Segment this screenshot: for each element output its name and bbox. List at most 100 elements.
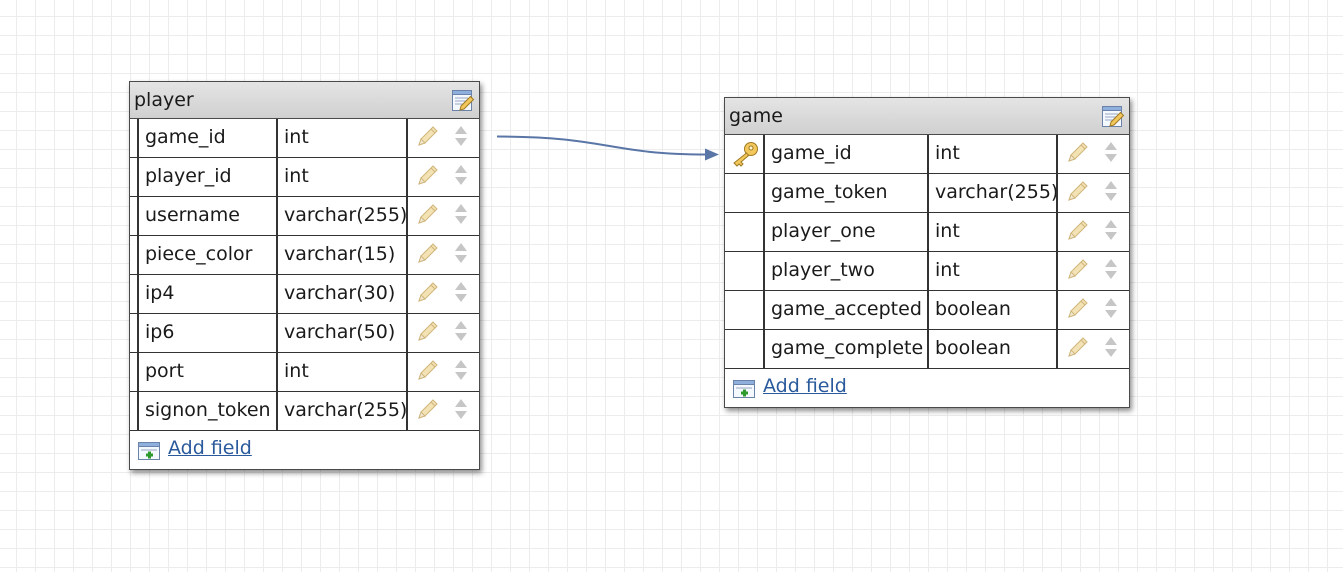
move-arrows-icon[interactable]: [454, 242, 468, 268]
field-name[interactable]: signon_token: [139, 392, 278, 430]
field-type[interactable]: int: [278, 119, 408, 157]
move-arrows-icon[interactable]: [1104, 258, 1118, 284]
pencil-icon[interactable]: [416, 319, 440, 347]
key-cell: [130, 392, 139, 430]
add-field-row: Add field: [725, 369, 1129, 407]
key-cell: [130, 119, 139, 157]
field-type[interactable]: varchar(30): [278, 275, 408, 313]
field-type[interactable]: varchar(255): [278, 197, 408, 235]
field-name[interactable]: port: [139, 353, 278, 391]
move-arrows-icon[interactable]: [454, 125, 468, 151]
field-actions: [408, 353, 479, 391]
table-header[interactable]: player: [130, 82, 479, 119]
add-field-link[interactable]: Add field: [168, 437, 252, 459]
table-header[interactable]: game: [725, 98, 1129, 135]
field-actions: [1058, 213, 1129, 251]
field-actions: [408, 158, 479, 196]
table-title: player: [134, 89, 194, 111]
field-type[interactable]: int: [278, 353, 408, 391]
move-arrows-icon[interactable]: [454, 398, 468, 424]
add-field-link[interactable]: Add field: [763, 375, 847, 397]
field-name[interactable]: game_complete: [765, 330, 929, 368]
field-type[interactable]: int: [278, 158, 408, 196]
field-type[interactable]: varchar(50): [278, 314, 408, 352]
field-name[interactable]: username: [139, 197, 278, 235]
key-cell: [725, 252, 765, 290]
move-arrows-icon[interactable]: [454, 203, 468, 229]
table-edit-icon[interactable]: [451, 89, 475, 117]
field-type[interactable]: boolean: [929, 330, 1058, 368]
pencil-icon[interactable]: [416, 163, 440, 191]
key-cell: [725, 291, 765, 329]
field-type[interactable]: int: [929, 135, 1058, 173]
pencil-icon[interactable]: [416, 280, 440, 308]
key-cell: [725, 174, 765, 212]
pencil-icon[interactable]: [1066, 218, 1090, 246]
field-type[interactable]: varchar(15): [278, 236, 408, 274]
field-type[interactable]: varchar(255): [278, 392, 408, 430]
pencil-icon[interactable]: [416, 397, 440, 425]
field-name[interactable]: game_accepted: [765, 291, 929, 329]
relation-arrowhead: [705, 148, 719, 161]
key-cell: [725, 213, 765, 251]
pencil-icon[interactable]: [416, 202, 440, 230]
move-arrows-icon[interactable]: [1104, 141, 1118, 167]
pencil-icon[interactable]: [1066, 179, 1090, 207]
field-type[interactable]: boolean: [929, 291, 1058, 329]
field-type[interactable]: int: [929, 213, 1058, 251]
field-actions: [408, 119, 479, 157]
field-name[interactable]: game_token: [765, 174, 929, 212]
move-arrows-icon[interactable]: [1104, 219, 1118, 245]
pencil-icon[interactable]: [1066, 140, 1090, 168]
pencil-icon[interactable]: [1066, 335, 1090, 363]
field-type[interactable]: varchar(255): [929, 174, 1058, 212]
field-name[interactable]: player_two: [765, 252, 929, 290]
pencil-icon[interactable]: [1066, 257, 1090, 285]
pencil-icon[interactable]: [1066, 296, 1090, 324]
move-arrows-icon[interactable]: [1104, 336, 1118, 362]
move-arrows-icon[interactable]: [454, 281, 468, 307]
field-type[interactable]: int: [929, 252, 1058, 290]
field-name[interactable]: ip4: [139, 275, 278, 313]
field-actions: [1058, 330, 1129, 368]
field-name[interactable]: piece_color: [139, 236, 278, 274]
move-arrows-icon[interactable]: [1104, 180, 1118, 206]
move-arrows-icon[interactable]: [454, 164, 468, 190]
move-arrows-icon[interactable]: [1104, 297, 1118, 323]
key-cell: [130, 314, 139, 352]
pencil-icon[interactable]: [416, 358, 440, 386]
field-name[interactable]: player_id: [139, 158, 278, 196]
field-name[interactable]: game_id: [765, 135, 929, 173]
field-name[interactable]: player_one: [765, 213, 929, 251]
add-field-icon[interactable]: [137, 441, 163, 465]
pencil-icon[interactable]: [416, 124, 440, 152]
field-name[interactable]: game_id: [139, 119, 278, 157]
add-field-icon[interactable]: [732, 379, 758, 403]
table-edit-icon[interactable]: [1101, 105, 1125, 133]
move-arrows-icon[interactable]: [454, 320, 468, 346]
field-actions: [1058, 252, 1129, 290]
move-arrows-icon[interactable]: [454, 359, 468, 385]
pencil-icon[interactable]: [416, 241, 440, 269]
field-name[interactable]: ip6: [139, 314, 278, 352]
field-actions: [408, 197, 479, 235]
